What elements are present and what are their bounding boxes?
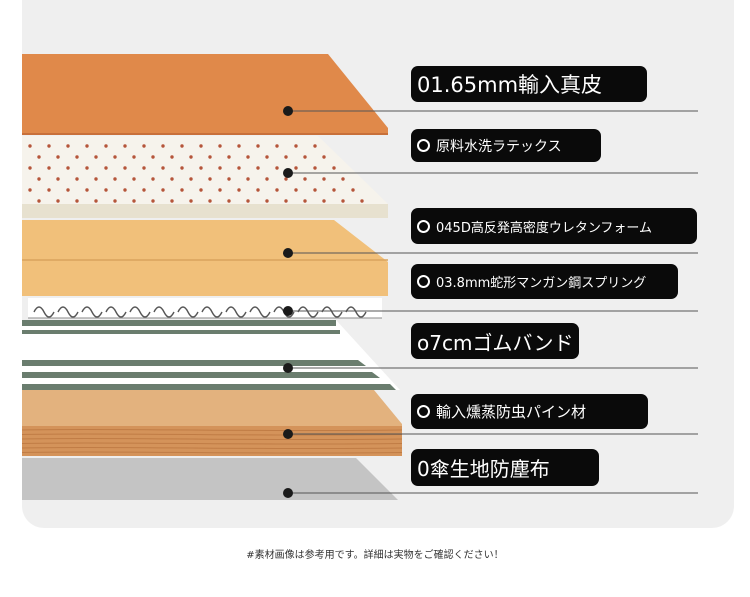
label-leather-text: 01.65mm輸入真皮 bbox=[417, 73, 603, 97]
ring-icon bbox=[417, 139, 430, 152]
label-foam-text: 045D高反発高密度ウレタンフォーム bbox=[436, 220, 653, 236]
marker-foam bbox=[283, 248, 293, 258]
marker-leather bbox=[283, 106, 293, 116]
ring-icon bbox=[417, 219, 430, 233]
marker-pine bbox=[283, 429, 293, 439]
layer-cloth bbox=[22, 458, 398, 500]
label-latex: 原料水洗ラテックス bbox=[411, 129, 601, 162]
footnote: #素材画像は参考用です。詳細は実物をご確認ください！ bbox=[246, 550, 504, 561]
label-foam: 045D高反発高密度ウレタンフォーム bbox=[411, 208, 697, 244]
layer-markers bbox=[283, 106, 293, 498]
leader-lines bbox=[288, 110, 698, 494]
layer-spring bbox=[28, 298, 382, 319]
ring-icon bbox=[417, 275, 430, 288]
layer-foam bbox=[22, 220, 388, 296]
label-band: o7cmゴムバンド bbox=[411, 323, 579, 359]
label-cloth-text: 0傘生地防塵布 bbox=[417, 457, 550, 481]
marker-latex bbox=[283, 168, 293, 178]
label-latex-text: 原料水洗ラテックス bbox=[436, 138, 562, 155]
marker-cloth bbox=[283, 488, 293, 498]
layer-band bbox=[22, 320, 400, 390]
label-spring-text: 03.8mm蛇形マンガン鋼スプリング bbox=[436, 276, 647, 291]
marker-band bbox=[283, 363, 293, 373]
label-leather: 01.65mm輸入真皮 bbox=[411, 66, 647, 102]
layer-latex bbox=[22, 136, 388, 218]
label-pine-text: 輸入燻蒸防虫パイン材 bbox=[436, 403, 587, 421]
label-spring: 03.8mm蛇形マンガン鋼スプリング bbox=[411, 264, 678, 299]
layer-leather bbox=[22, 54, 388, 135]
label-band-text: o7cmゴムバンド bbox=[417, 330, 574, 355]
ring-icon bbox=[417, 405, 430, 418]
label-pine: 輸入燻蒸防虫パイン材 bbox=[411, 394, 648, 429]
label-cloth: 0傘生地防塵布 bbox=[411, 449, 599, 486]
marker-spring bbox=[283, 306, 293, 316]
layer-pine bbox=[21, 390, 403, 456]
